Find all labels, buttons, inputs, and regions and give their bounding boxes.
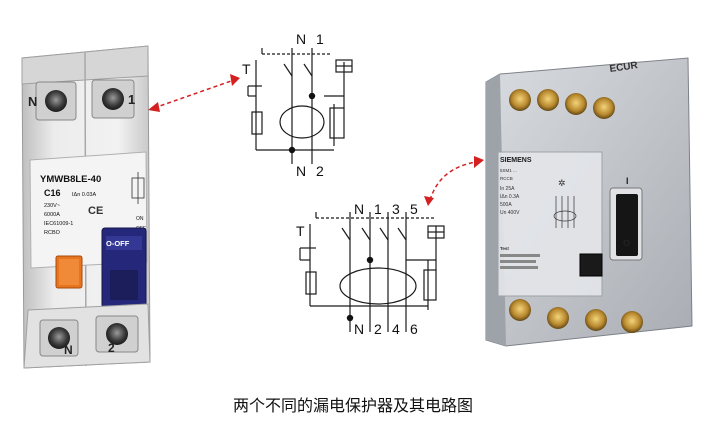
arrowhead-icon — [148, 102, 160, 112]
left-capacity: 6000A — [44, 212, 60, 218]
screw-icon — [565, 93, 587, 115]
right-test-label: Test — [500, 246, 509, 251]
left-on-label: ON — [136, 216, 144, 222]
schematic-bottom-t-label: T — [296, 223, 305, 239]
left-bottom-terminal-n: N — [64, 343, 73, 357]
schematic-bottom-label-2: 2 — [374, 321, 382, 337]
test-button[interactable] — [579, 253, 603, 277]
schematic-top-t-label: T — [242, 61, 251, 77]
schematic-bottom-label-3: 3 — [392, 201, 400, 217]
right-off-label: O — [623, 238, 630, 248]
right-brand-vertical: ECUR — [609, 60, 639, 75]
screw-icon — [509, 299, 531, 321]
arrowhead-icon — [474, 156, 484, 168]
left-breaker: N 1 YMWB8LE-40 C16 IΔn 0.03A 230V~ 6000A… — [21, 45, 151, 369]
schematic-bottom-label-bottom-n: N — [354, 321, 364, 337]
left-voltage: 230V~ — [44, 203, 60, 209]
schematic-top-dots — [288, 92, 316, 154]
right-on-label: I — [626, 176, 629, 186]
screw-icon — [106, 323, 128, 345]
left-top-terminal-n: N — [28, 94, 37, 109]
right-current: 500A — [500, 202, 512, 208]
left-type: RCBO — [44, 230, 61, 236]
right-model: 5SM1 ... — [500, 168, 517, 173]
schematic-bottom — [299, 212, 445, 332]
screw-icon — [509, 89, 531, 111]
schematic-top-label-n: N — [296, 31, 306, 47]
arrowhead-icon — [230, 74, 240, 86]
screw-icon — [102, 88, 124, 110]
right-bottom-terminals — [509, 299, 643, 333]
left-switch-label: O-OFF — [106, 239, 130, 248]
left-top-terminal-1: 1 — [128, 92, 135, 107]
right-top-terminals — [509, 89, 615, 119]
left-model: YMWB8LE-40 — [40, 174, 101, 185]
screw-icon — [48, 327, 70, 349]
label-schematic-icon — [553, 196, 577, 228]
schematic-bottom-label-n: N — [354, 201, 364, 217]
right-sensitivity: IΔn 0.3A — [500, 194, 520, 200]
left-sensitivity: IΔn 0.03A — [72, 192, 96, 198]
screw-icon — [621, 311, 643, 333]
right-rating: In 25A — [500, 186, 515, 192]
screw-icon — [537, 89, 559, 111]
schematic-top-label-1: 1 — [316, 31, 324, 47]
schematic-bottom-dots — [346, 256, 374, 322]
right-type: RCCB — [500, 176, 513, 181]
schematic-top-label-bottom-n: N — [296, 163, 306, 179]
ce-icon: CE — [88, 205, 103, 217]
screw-icon — [593, 97, 615, 119]
schematic-top-label-2: 2 — [316, 163, 324, 179]
left-standard: IEC61009-1 — [44, 221, 73, 227]
screw-icon — [585, 309, 607, 331]
right-breaker: ECUR SIEMENS 5SM1 ... RCCB In 25A IΔn 0.… — [485, 57, 693, 347]
right-brand: SIEMENS — [500, 157, 532, 164]
arrowhead-icon — [424, 196, 434, 206]
schematic-bottom-label-6: 6 — [410, 321, 418, 337]
schematic-bottom-label-4: 4 — [392, 321, 400, 337]
left-rating: C16 — [44, 188, 61, 198]
arrow-bottom-schematic-to-right — [424, 156, 484, 206]
schematic-bottom-label-5: 5 — [410, 201, 418, 217]
figure-caption: 两个不同的漏电保护器及其电路图 — [232, 396, 473, 415]
screw-icon — [547, 307, 569, 329]
sun-icon: ✲ — [558, 178, 566, 188]
right-voltage: Un 400V — [500, 210, 520, 216]
toggle-switch[interactable] — [616, 194, 638, 256]
arrow-left-to-top-schematic — [148, 74, 240, 112]
schematic-bottom-label-1: 1 — [374, 201, 382, 217]
schematic-top — [247, 48, 353, 164]
screw-icon — [45, 90, 67, 112]
left-bottom-terminal-2: 2 — [108, 341, 115, 355]
